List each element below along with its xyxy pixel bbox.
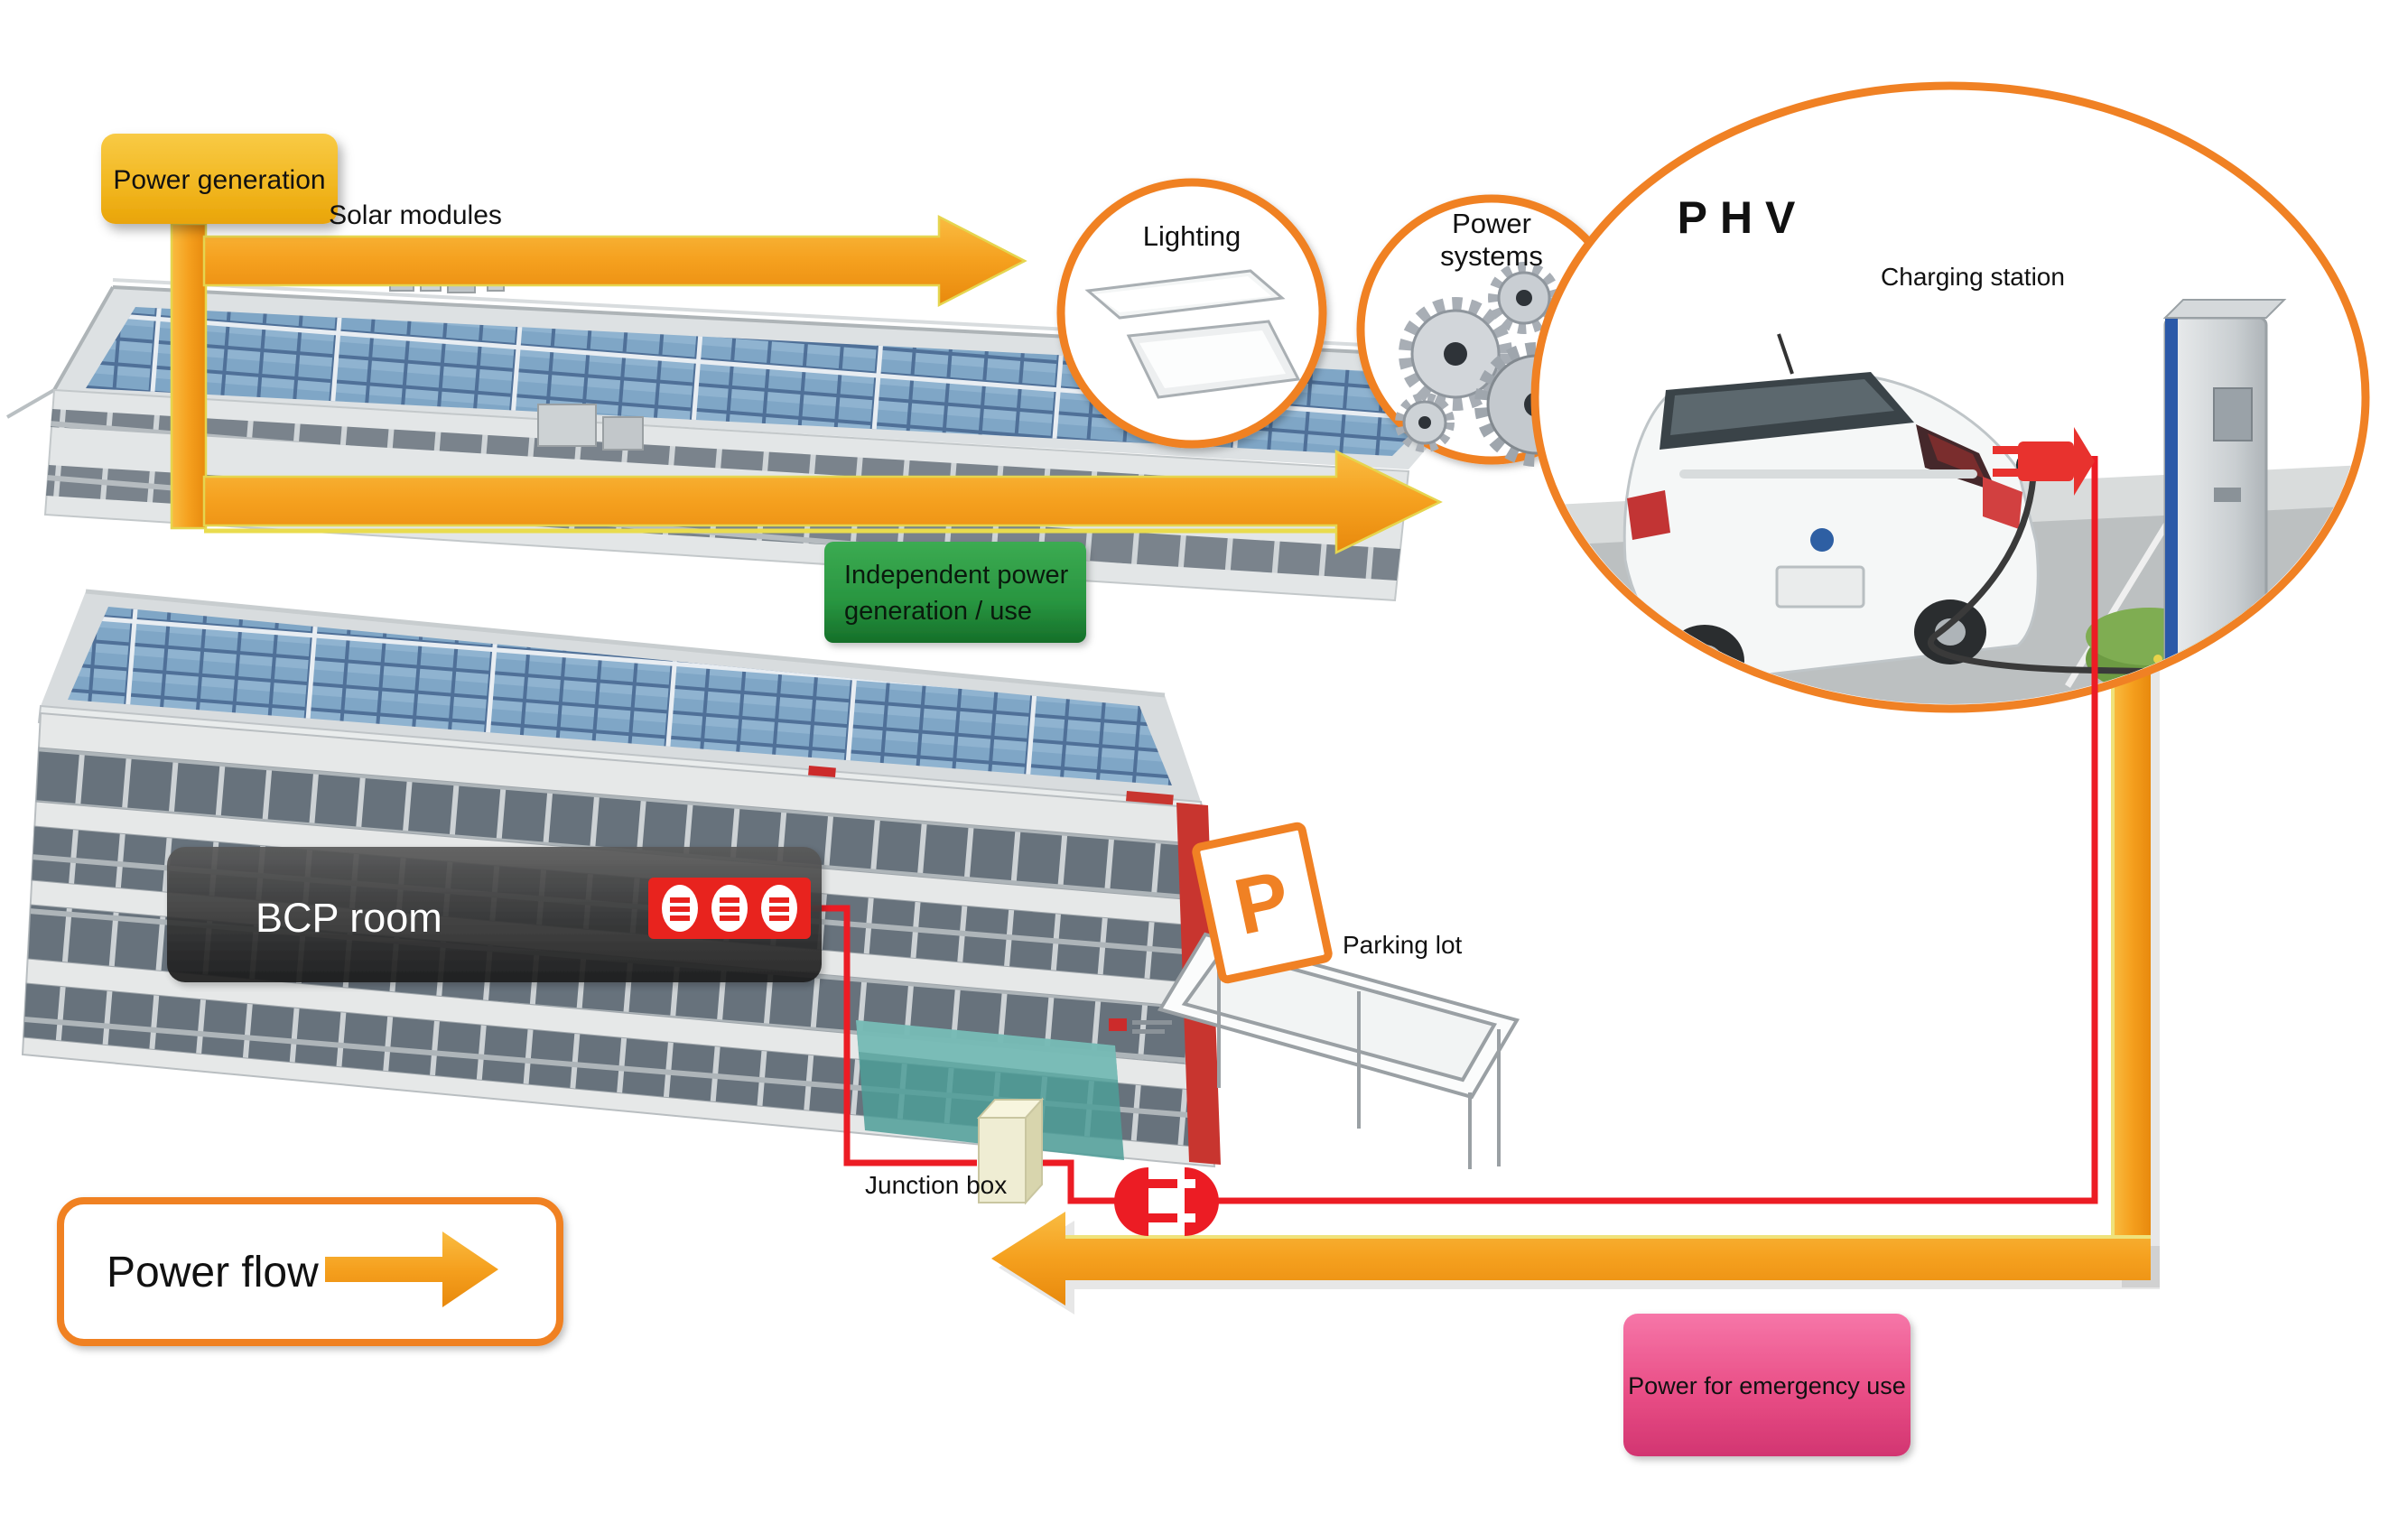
parking-p-sign: P — [1192, 822, 1333, 984]
independent-power-label-line2: generation / use — [844, 597, 1032, 626]
junction-box-label: Junction box — [865, 1171, 1007, 1199]
emergency-return-flow — [991, 632, 2160, 1315]
charging-station-label: Charging station — [1881, 263, 2065, 291]
independent-power-label-line1: Independent power — [844, 561, 1069, 590]
ceiling-light-icon — [1084, 269, 1301, 399]
power-emergency-box: Power for emergency use — [1623, 1314, 1911, 1456]
short-flow-arrow-icon — [202, 214, 1027, 308]
independent-power-box: Independent power generation / use — [824, 542, 1086, 643]
long-flow-arrow-icon — [202, 450, 1443, 554]
emergency-red-line — [811, 456, 2098, 1204]
power-generation-box: Power generation — [101, 134, 338, 224]
legend-arrow-icon — [325, 1231, 498, 1307]
power-systems-label-line1: Power — [1452, 208, 1531, 239]
lighting-circle: Lighting — [1056, 178, 1327, 449]
plug-arrow-icon — [1993, 427, 2095, 496]
power-emergency-label: Power for emergency use — [1628, 1372, 1906, 1399]
junction-box-icon — [976, 1097, 1045, 1205]
power-systems-label-line2: systems — [1440, 240, 1543, 272]
phv-car-icon — [1622, 333, 2179, 697]
bcp-room-label: BCP room — [256, 895, 442, 941]
phv-circle: PHV Charging station — [1530, 81, 2370, 713]
flow-trunk — [170, 222, 208, 530]
bcp-room-box: BCP room — [167, 847, 822, 982]
power-flow-legend: Power flow — [57, 1197, 563, 1346]
power-generation-flow — [170, 214, 1443, 554]
plug-connector-icon — [1114, 1167, 1219, 1236]
power-generation-label: Power generation — [113, 165, 325, 195]
phv-label: PHV — [1678, 192, 1808, 243]
return-bar-vertical — [2113, 632, 2151, 1280]
parking-lot-label: Parking lot — [1343, 931, 1463, 959]
solar-modules-label: Solar modules — [329, 200, 502, 230]
outlet-icons — [648, 878, 811, 939]
charging-station-icon — [2162, 299, 2287, 681]
power-flow-legend-label: Power flow — [107, 1249, 319, 1296]
lighting-label: Lighting — [1143, 220, 1241, 252]
return-arrow-left-icon — [991, 1212, 2151, 1306]
